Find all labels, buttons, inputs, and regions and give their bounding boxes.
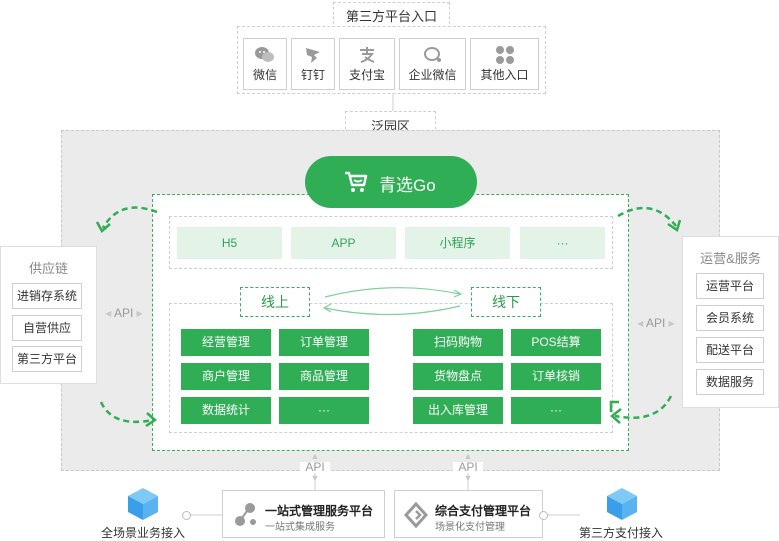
platform-app[interactable]: APP	[291, 227, 396, 259]
wecom-icon	[423, 47, 441, 62]
offline-item[interactable]: 货物盘点	[413, 363, 503, 390]
api-label-right: ◂ API ▸	[637, 316, 675, 330]
supply-item[interactable]: 进销存系统	[12, 283, 82, 309]
offline-item[interactable]: 出入库管理	[413, 397, 503, 424]
payment-platform-title: 综合支付管理平台	[435, 504, 532, 518]
api-label-left: ◂ API ▸	[105, 306, 143, 320]
brand-name: 青选Go	[379, 176, 436, 195]
left-bottom-arrow	[99, 401, 158, 428]
online-item[interactable]: ···	[279, 397, 369, 424]
connector-dot	[539, 511, 548, 520]
brand-pill[interactable]: 青选Go	[305, 156, 477, 208]
cube-icon	[607, 488, 637, 520]
one-stop-platform-card[interactable]: 一站式管理服务平台 一站式集成服务	[222, 490, 385, 538]
platform-miniprogram[interactable]: 小程序	[405, 227, 510, 259]
platform-more[interactable]: ···	[520, 227, 605, 259]
grid-icon	[495, 46, 514, 64]
api-text: API	[113, 306, 134, 320]
dingtalk-icon	[306, 48, 320, 63]
cart-icon	[345, 171, 368, 192]
entry-label: 微信	[252, 68, 277, 82]
supply-item[interactable]: 第三方平台	[12, 346, 82, 372]
full-scene-access-label: 全场景业务接入	[101, 526, 186, 540]
api-text: API	[453, 461, 483, 473]
payment-platform-card[interactable]: 综合支付管理平台 场景化支付管理	[394, 490, 543, 538]
ops-item[interactable]: 运营平台	[696, 273, 764, 299]
right-top-arrow	[617, 206, 682, 232]
api-label-bottom-left: ▲ API ▼	[300, 451, 330, 484]
online-item[interactable]: 数据统计	[181, 397, 271, 424]
api-text: API	[300, 461, 330, 473]
entry-dingtalk[interactable]: 钉钉	[291, 38, 335, 90]
entry-label: 钉钉	[300, 68, 325, 82]
online-item[interactable]: 经营管理	[181, 329, 271, 356]
offline-item[interactable]: POS结算	[511, 329, 601, 356]
cube-icon	[128, 488, 158, 520]
api-label-bottom-right: ▲ API ▼	[453, 451, 483, 484]
entry-wechat[interactable]: 微信	[243, 38, 287, 90]
ops-service-title: 运营&服务	[700, 251, 761, 266]
online-item[interactable]: 订单管理	[279, 329, 369, 356]
one-stop-platform-subtitle: 一站式集成服务	[265, 522, 335, 533]
nodes-icon	[235, 503, 256, 526]
third-party-payment-label: 第三方支付接入	[579, 526, 664, 540]
entry-wecom[interactable]: 企业微信	[399, 38, 466, 90]
alipay-icon	[360, 47, 375, 63]
offline-item[interactable]: ···	[511, 397, 601, 424]
online-tag: 线上	[240, 287, 310, 317]
payment-platform-subtitle: 场景化支付管理	[435, 522, 505, 533]
supply-item[interactable]: 自营供应	[12, 315, 82, 341]
ops-item[interactable]: 数据服务	[696, 369, 764, 395]
platform-h5[interactable]: H5	[177, 227, 282, 259]
entry-label: 支付宝	[348, 68, 385, 82]
api-text: API	[645, 316, 666, 330]
wechat-icon	[255, 47, 274, 62]
entry-label: 其他入口	[480, 68, 529, 82]
diamond-icon	[404, 502, 428, 528]
third-party-entry-title: 第三方平台入口	[333, 2, 450, 29]
left-top-arrow	[95, 206, 158, 233]
entry-others[interactable]: 其他入口	[470, 38, 539, 90]
ops-item[interactable]: 会员系统	[696, 305, 764, 331]
one-stop-platform-title: 一站式管理服务平台	[265, 504, 374, 518]
offline-item[interactable]: 订单核销	[511, 363, 601, 390]
entry-label: 企业微信	[408, 68, 457, 82]
sync-arrows	[322, 287, 463, 316]
ops-item[interactable]: 配送平台	[696, 337, 764, 363]
supply-chain-title: 供应链	[28, 261, 68, 276]
right-bottom-arrow	[609, 395, 673, 424]
online-item[interactable]: 商户管理	[181, 363, 271, 390]
online-item[interactable]: 商品管理	[279, 363, 369, 390]
offline-item[interactable]: 扫码购物	[413, 329, 503, 356]
entry-alipay[interactable]: 支付宝	[339, 38, 395, 90]
connector-dot	[182, 511, 191, 520]
offline-tag: 线下	[471, 287, 541, 317]
